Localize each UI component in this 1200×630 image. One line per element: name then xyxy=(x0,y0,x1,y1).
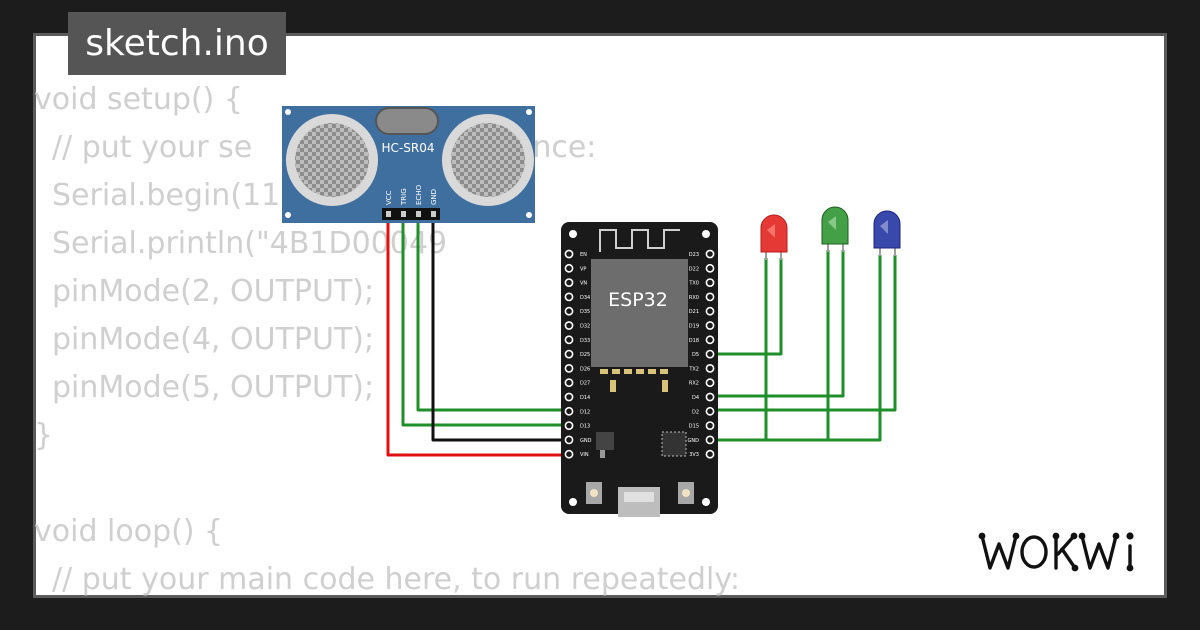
board-pin[interactable] xyxy=(564,278,574,287)
wire-led-green-anode[interactable] xyxy=(710,250,845,398)
board-pin-label: D5 xyxy=(692,352,699,358)
board-pin[interactable] xyxy=(564,249,574,259)
board-pin-label: VIN xyxy=(580,452,589,458)
wire-trig[interactable] xyxy=(401,218,569,427)
board-pin[interactable] xyxy=(564,321,574,330)
board-pin[interactable] xyxy=(564,449,574,459)
sensor-pin-label: GND xyxy=(430,189,438,205)
board-pin-label: 3V3 xyxy=(689,452,699,458)
wire-gnd[interactable] xyxy=(431,218,569,442)
board-pin-label: VN xyxy=(580,281,587,287)
board-label: ESP32 xyxy=(608,289,668,311)
board-pin[interactable] xyxy=(705,378,715,388)
board-pin-label: VP xyxy=(580,266,586,272)
code-line: void setup() { xyxy=(34,82,243,117)
board-pin[interactable] xyxy=(705,249,715,259)
code-line: pinMode(4, OUTPUT); xyxy=(52,322,375,357)
board-pin[interactable] xyxy=(564,435,574,445)
board-pin-label: D19 xyxy=(689,324,699,330)
board-pin-label: D4 xyxy=(692,395,699,401)
board-pin[interactable] xyxy=(705,349,715,359)
board-pin-label: D27 xyxy=(580,381,590,387)
board-pin-label: D34 xyxy=(580,295,590,301)
board-pin-label: D12 xyxy=(580,409,590,415)
board-pin-label: D22 xyxy=(689,266,699,272)
board-pin[interactable] xyxy=(705,363,715,373)
board-pin[interactable] xyxy=(564,349,574,359)
file-tab-sketch[interactable]: sketch.ino xyxy=(68,12,286,75)
code-line: // put your main code here, to run repea… xyxy=(52,562,740,597)
board-pin-label: D13 xyxy=(580,424,590,430)
board-pin-label: TX0 xyxy=(688,281,699,287)
wire-group xyxy=(386,218,897,457)
board-pin[interactable] xyxy=(564,378,574,388)
led-red[interactable] xyxy=(760,214,788,260)
board-pin[interactable] xyxy=(564,335,574,345)
board-pin[interactable] xyxy=(705,421,715,430)
board-pin[interactable] xyxy=(564,363,574,373)
board-pin[interactable] xyxy=(564,392,574,402)
code-line-text: // put your se xyxy=(52,130,253,165)
board-pin-label: GND xyxy=(688,438,700,444)
board-pin[interactable] xyxy=(564,421,574,430)
ultrasonic-sensor[interactable]: HC-SR04 VCC TRIG ECHO GND xyxy=(282,106,535,223)
wire-led-red-cathode[interactable] xyxy=(710,258,768,442)
board-pin-label: D2 xyxy=(692,409,699,415)
wire-vcc[interactable] xyxy=(386,218,569,457)
board-pin[interactable] xyxy=(564,292,574,302)
board-pin-label: D33 xyxy=(580,338,590,344)
board-pin[interactable] xyxy=(564,406,574,416)
board-pin-label: D26 xyxy=(580,366,590,372)
led-blue[interactable] xyxy=(873,210,901,256)
board-pin[interactable] xyxy=(705,406,715,416)
sensor-pin-label: ECHO xyxy=(415,184,423,205)
board-pin[interactable] xyxy=(564,306,574,316)
board-pin[interactable] xyxy=(705,292,715,302)
board-pin-label: D18 xyxy=(689,338,699,344)
wire-led-blue-cathode[interactable] xyxy=(710,255,882,442)
sensor-pin-label: VCC xyxy=(385,190,393,205)
code-line: Serial.println("4B1D00049 xyxy=(52,226,448,261)
board-pin[interactable] xyxy=(705,263,715,273)
wire-led-blue-anode[interactable] xyxy=(710,255,897,412)
board-pin[interactable] xyxy=(705,306,715,316)
board-pin[interactable] xyxy=(705,278,715,287)
led-green[interactable] xyxy=(821,206,849,252)
code-line: pinMode(2, OUTPUT); xyxy=(52,274,375,309)
esp32-board[interactable]: ESP32 ENVPVND34D35D32D33D25D26D27D14D12D… xyxy=(561,222,718,517)
board-pin-label: RX2 xyxy=(689,381,699,387)
board-pin[interactable] xyxy=(705,449,715,459)
board-pin[interactable] xyxy=(705,335,715,345)
wire-led-red-anode[interactable] xyxy=(710,258,783,356)
board-pin-label: D23 xyxy=(689,252,699,258)
board-pin-label: D25 xyxy=(580,352,590,358)
board-pin[interactable] xyxy=(564,263,574,273)
sensor-label: HC-SR04 xyxy=(382,141,435,155)
code-line: void loop() { xyxy=(34,514,224,549)
code-line: pinMode(5, OUTPUT); xyxy=(52,370,375,405)
board-pin-label: D15 xyxy=(689,424,699,430)
board-pin-label: D32 xyxy=(580,324,590,330)
wire-echo[interactable] xyxy=(416,218,569,412)
board-pin[interactable] xyxy=(705,321,715,330)
board-pin-label: GND xyxy=(580,438,592,444)
board-pin-label: D14 xyxy=(580,395,590,401)
board-pin-label: EN xyxy=(580,252,587,258)
code-line: } xyxy=(34,418,54,453)
board-pin-label: TX2 xyxy=(688,366,699,372)
board-pin-label: RX0 xyxy=(689,295,699,301)
board-pin[interactable] xyxy=(705,392,715,402)
wokwi-logo xyxy=(978,532,1134,572)
sensor-pin-label: TRIG xyxy=(400,188,408,206)
board-pin[interactable] xyxy=(705,435,715,445)
board-pin-label: D35 xyxy=(580,309,590,315)
board-pin-label: D21 xyxy=(689,309,699,315)
